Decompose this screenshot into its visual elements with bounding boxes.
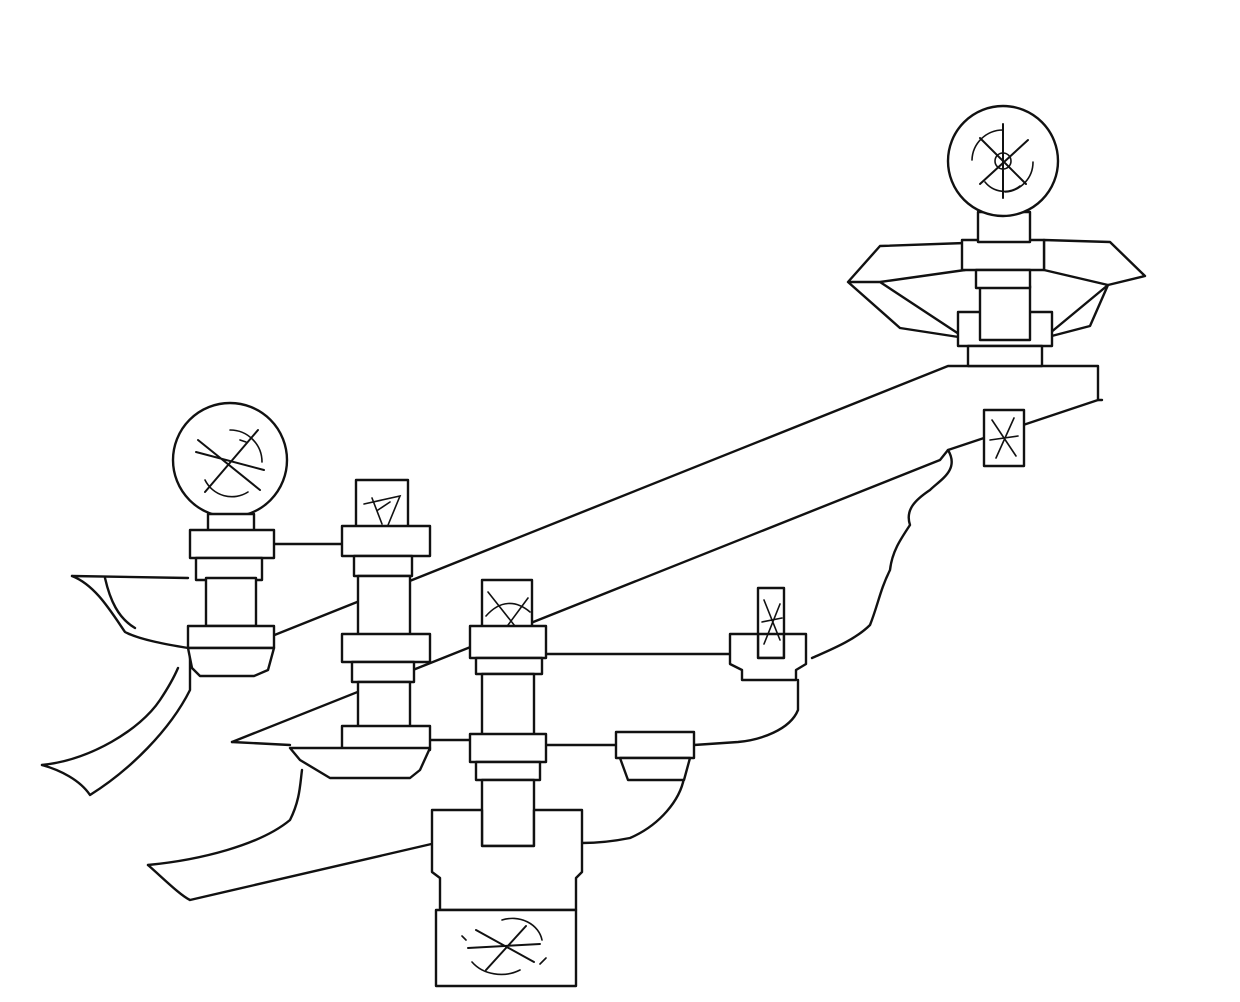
right-small-block xyxy=(728,632,808,682)
middle-small-bracket xyxy=(614,730,696,782)
right-neck xyxy=(974,268,1032,290)
center-lower-neck xyxy=(474,760,542,782)
large-base-block xyxy=(430,808,584,912)
left-lower-block xyxy=(186,624,276,650)
center-shaft xyxy=(480,672,536,738)
left-upper-block xyxy=(188,528,276,560)
right-column xyxy=(978,284,1032,342)
long-diagonal-arm xyxy=(230,364,1104,744)
left-neck xyxy=(194,556,264,582)
medallion-pattern-2 xyxy=(195,429,265,498)
right-base-block xyxy=(966,344,1044,368)
medallion-pattern-3 xyxy=(461,917,547,976)
medallion-pattern-1 xyxy=(971,123,1034,199)
left-lower-arm xyxy=(146,740,442,902)
middle-small-block xyxy=(614,730,696,760)
center-left-middle-neck xyxy=(350,660,416,684)
left-bracket xyxy=(171,401,289,678)
center-upper-block xyxy=(468,624,548,660)
upper-right-bracket xyxy=(846,104,1147,468)
center-left-base-block xyxy=(288,746,432,780)
center-left-lower-block xyxy=(340,724,432,752)
connecting-ties xyxy=(270,542,800,845)
center-lower-shaft xyxy=(480,778,536,848)
center-lower-block xyxy=(468,732,548,764)
center-left-middle-block xyxy=(340,632,432,664)
left-upper-arm xyxy=(40,574,192,797)
center-left-column-shaft xyxy=(356,574,412,638)
center-left-neck xyxy=(352,554,414,578)
left-column xyxy=(204,576,258,628)
small-panel-3 xyxy=(756,586,786,660)
right-upper-block xyxy=(960,238,1046,272)
center-left-column xyxy=(288,478,432,780)
center-left-lower-shaft xyxy=(356,680,412,730)
right-small-bracket xyxy=(728,586,808,682)
middle-small-base xyxy=(618,756,692,782)
center-left-upper-block xyxy=(340,524,432,558)
left-base-block xyxy=(186,646,276,678)
center-neck xyxy=(474,656,544,676)
center-column xyxy=(430,578,584,988)
